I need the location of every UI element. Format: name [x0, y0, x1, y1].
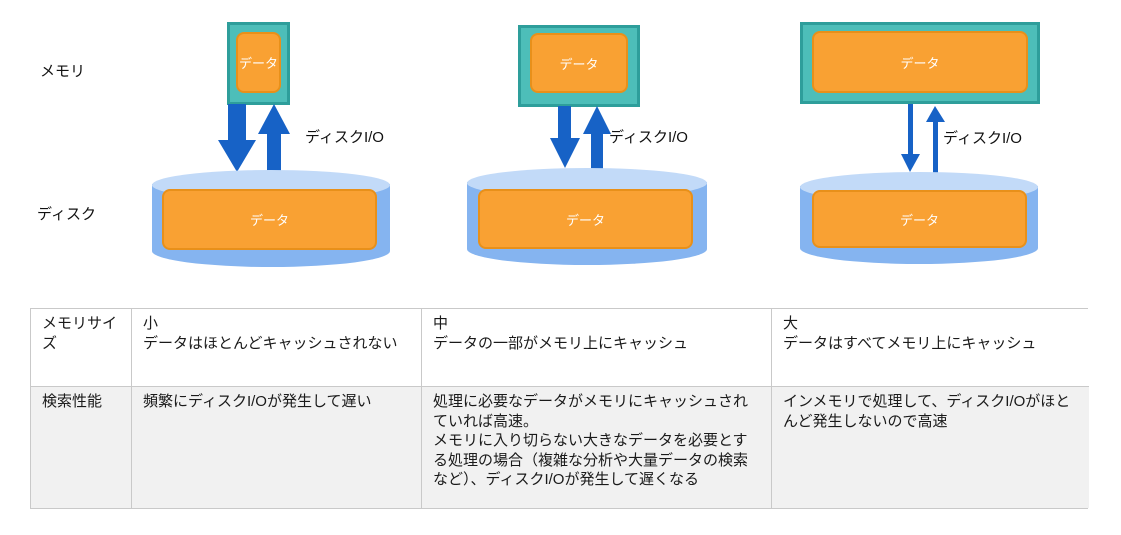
- disk-io-label: ディスクI/O: [609, 129, 688, 146]
- memory-row-label: メモリ: [40, 63, 86, 80]
- table-cell-small-memory: 小 データはほとんどキャッシュされない: [131, 309, 421, 386]
- memory-box-medium: データ: [518, 25, 640, 107]
- memory-data-chip: データ: [236, 32, 281, 93]
- disk-io-label: ディスクI/O: [943, 130, 1022, 147]
- disk-data-chip: データ: [812, 190, 1027, 248]
- disk-io-arrows-thin: [901, 104, 945, 174]
- disk-data-chip: データ: [478, 189, 693, 249]
- table-cell-large-performance: インメモリで処理して、ディスクI/Oがほとんど発生しないので高速: [771, 386, 1089, 508]
- down-arrow-icon: [218, 104, 256, 172]
- disk-io-label: ディスクI/O: [305, 129, 384, 146]
- disk-cylinder-large: データ: [800, 172, 1038, 264]
- up-arrow-icon: [258, 104, 290, 174]
- table-cell-large-memory: 大 データはすべてメモリ上にキャッシュ: [771, 309, 1089, 386]
- down-arrow-icon: [550, 106, 580, 168]
- memory-box-large: データ: [800, 22, 1040, 104]
- row-header-memory-size: メモリサイズ: [31, 309, 131, 386]
- comparison-table: メモリサイズ 小 データはほとんどキャッシュされない 中 データの一部がメモリ上…: [30, 308, 1089, 509]
- table-cell-small-performance: 頻繁にディスクI/Oが発生して遅い: [131, 386, 421, 508]
- up-arrow-icon: [583, 106, 611, 170]
- disk-cylinder-small: データ: [152, 170, 390, 267]
- up-arrow-icon: [926, 106, 945, 174]
- memory-data-chip: データ: [812, 31, 1028, 93]
- disk-data-chip: データ: [162, 189, 377, 250]
- disk-row-label: ディスク: [37, 206, 96, 223]
- disk-io-arrows-medium: [550, 106, 611, 170]
- table-cell-medium-memory: 中 データの一部がメモリ上にキャッシュ: [421, 309, 771, 386]
- table-cell-medium-performance: 処理に必要なデータがメモリにキャッシュされていれば高速。 メモリに入り切らない大…: [421, 386, 771, 508]
- memory-data-chip: データ: [530, 33, 628, 93]
- disk-io-arrows-thick: [218, 104, 290, 174]
- row-header-search-performance: 検索性能: [31, 386, 131, 508]
- down-arrow-icon: [901, 104, 920, 172]
- memory-box-small: データ: [227, 22, 290, 105]
- disk-cylinder-medium: データ: [467, 168, 707, 265]
